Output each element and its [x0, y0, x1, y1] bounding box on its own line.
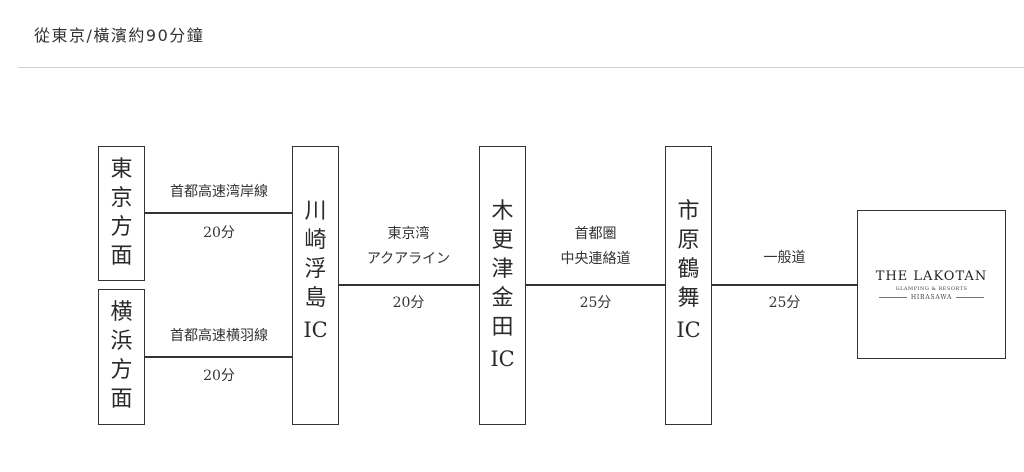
- route-line-aqualine: [338, 284, 479, 286]
- route-line-wangan: [145, 212, 293, 214]
- interchange-char: 舞: [677, 286, 700, 312]
- interchange-char: 更: [491, 228, 514, 254]
- interchange-kawasaki-ukishima: 川 崎 浮 島 IC: [292, 146, 339, 425]
- route-name: 首都高速横羽線: [170, 328, 268, 344]
- origin-char: 面: [110, 244, 133, 270]
- route-time: 25分: [768, 295, 801, 311]
- destination-name: THE LAKOTAN: [875, 268, 988, 284]
- route-time: 20分: [392, 295, 425, 311]
- route-line-local-road: [711, 284, 858, 286]
- route-line-kenodo: [525, 284, 666, 286]
- page-title: 從東京/橫濱約90分鐘: [34, 26, 205, 45]
- route-time: 25分: [579, 295, 612, 311]
- destination-tagline: GLAMPING & RESORTS: [895, 285, 968, 292]
- interchange-suffix: IC: [676, 318, 701, 343]
- interchange-suffix: IC: [490, 347, 515, 372]
- route-time-wangan: 20分: [145, 223, 293, 244]
- route-label-local-road: 一般道: [711, 248, 858, 269]
- logo-rule-left: [878, 296, 907, 298]
- destination-logo: THE LAKOTAN GLAMPING & RESORTS HIRASAWA: [857, 210, 1006, 359]
- origin-tokyo-box: 東 京 方 面: [98, 146, 145, 281]
- route-name-line1: 東京湾: [387, 226, 430, 242]
- route-label-yokohane: 首都高速横羽線: [145, 326, 293, 347]
- interchange-ichihara-tsurumai: 市 原 鶴 舞 IC: [665, 146, 712, 425]
- route-time: 20分: [203, 368, 235, 384]
- route-line-yokohane: [145, 356, 293, 358]
- route-name-line2: アクアライン: [366, 251, 451, 267]
- interchange-char: 市: [677, 199, 700, 224]
- route-time: 20分: [203, 225, 235, 241]
- interchange-char: 鶴: [677, 257, 700, 283]
- interchange-char: 木: [491, 199, 514, 224]
- route-name-line2: 中央連絡道: [560, 251, 631, 267]
- logo-rule-right: [956, 296, 985, 298]
- header-divider: [18, 67, 1024, 68]
- route-label-kenodo: 首都圏 中央連絡道: [525, 224, 666, 270]
- route-time-local-road: 25分: [711, 293, 858, 314]
- route-label-aqualine: 東京湾 アクアライン: [338, 224, 479, 270]
- route-time-kenodo: 25分: [525, 293, 666, 314]
- route-name: 一般道: [763, 250, 806, 266]
- origin-char: 方: [110, 215, 133, 241]
- origin-char: 京: [110, 186, 133, 212]
- route-time-yokohane: 20分: [145, 366, 293, 387]
- origin-char: 横: [110, 300, 133, 325]
- interchange-char: 田: [491, 315, 514, 341]
- route-label-wangan: 首都高速湾岸線: [145, 182, 293, 203]
- route-time-aqualine: 20分: [338, 293, 479, 314]
- origin-yokohama-box: 横 浜 方 面: [98, 289, 145, 425]
- interchange-char: 島: [304, 286, 327, 312]
- route-name-line1: 首都圏: [574, 226, 617, 242]
- origin-char: 浜: [110, 329, 133, 355]
- route-name: 首都高速湾岸線: [170, 184, 268, 200]
- origin-char: 東: [110, 157, 133, 182]
- destination-location-row: HIRASAWA: [875, 294, 988, 301]
- interchange-char: 原: [677, 228, 700, 254]
- interchange-char: 川: [304, 199, 327, 224]
- interchange-kisarazu-kaneda: 木 更 津 金 田 IC: [479, 146, 526, 425]
- interchange-suffix: IC: [303, 318, 328, 343]
- interchange-char: 崎: [304, 228, 327, 254]
- origin-char: 面: [110, 387, 133, 413]
- origin-char: 方: [110, 358, 133, 384]
- interchange-char: 浮: [304, 257, 327, 283]
- interchange-char: 津: [491, 257, 514, 283]
- interchange-char: 金: [491, 286, 514, 312]
- destination-location: HIRASAWA: [910, 293, 953, 301]
